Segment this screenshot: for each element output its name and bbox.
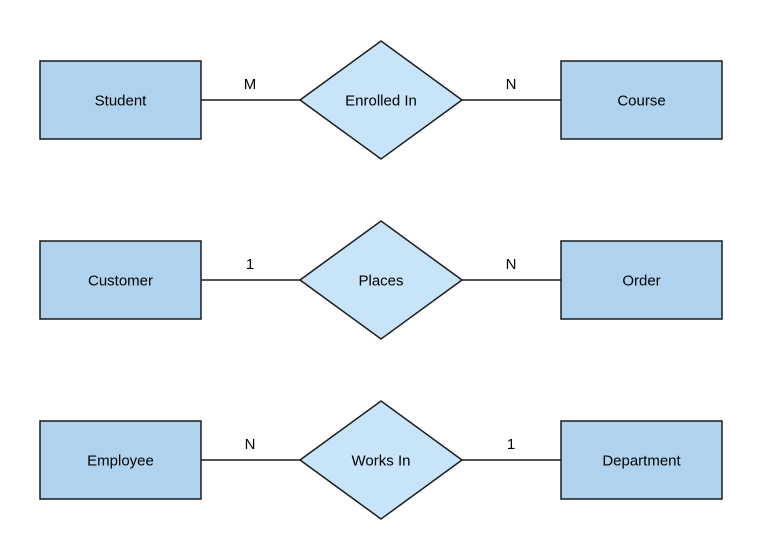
cardinality-right-label: N	[506, 256, 517, 273]
cardinality-right-label: 1	[507, 436, 515, 453]
er-row-places: Customer Order Places 1 N	[39, 220, 723, 340]
cardinality-right-label: N	[506, 76, 517, 93]
entity-course[interactable]	[560, 60, 723, 140]
entity-label: Order	[622, 272, 660, 289]
entity-label: Student	[95, 92, 148, 109]
entity-order[interactable]	[560, 240, 723, 320]
cardinality-left-label: N	[245, 436, 256, 453]
entity-label: Department	[602, 452, 681, 469]
relationship-label: Works In	[352, 452, 411, 469]
cardinality-left-label: 1	[246, 256, 254, 273]
relationship-label: Places	[358, 272, 403, 289]
entity-student[interactable]	[39, 60, 202, 140]
entity-employee[interactable]	[39, 420, 202, 500]
entity-department[interactable]	[560, 420, 723, 500]
er-row-enrolled-in: Student Course Enrolled In M N	[39, 40, 723, 160]
er-row-works-in: Employee Department Works In N 1	[39, 400, 723, 520]
entity-customer[interactable]	[39, 240, 202, 320]
entity-label: Employee	[87, 452, 154, 469]
cardinality-left-label: M	[244, 76, 257, 93]
entity-label: Customer	[88, 272, 153, 289]
relationship-works-in[interactable]	[298, 400, 464, 520]
relationship-places[interactable]	[298, 220, 464, 340]
relationship-label: Enrolled In	[345, 92, 417, 109]
relationship-enrolled-in[interactable]	[298, 40, 464, 160]
entity-label: Course	[617, 92, 665, 109]
